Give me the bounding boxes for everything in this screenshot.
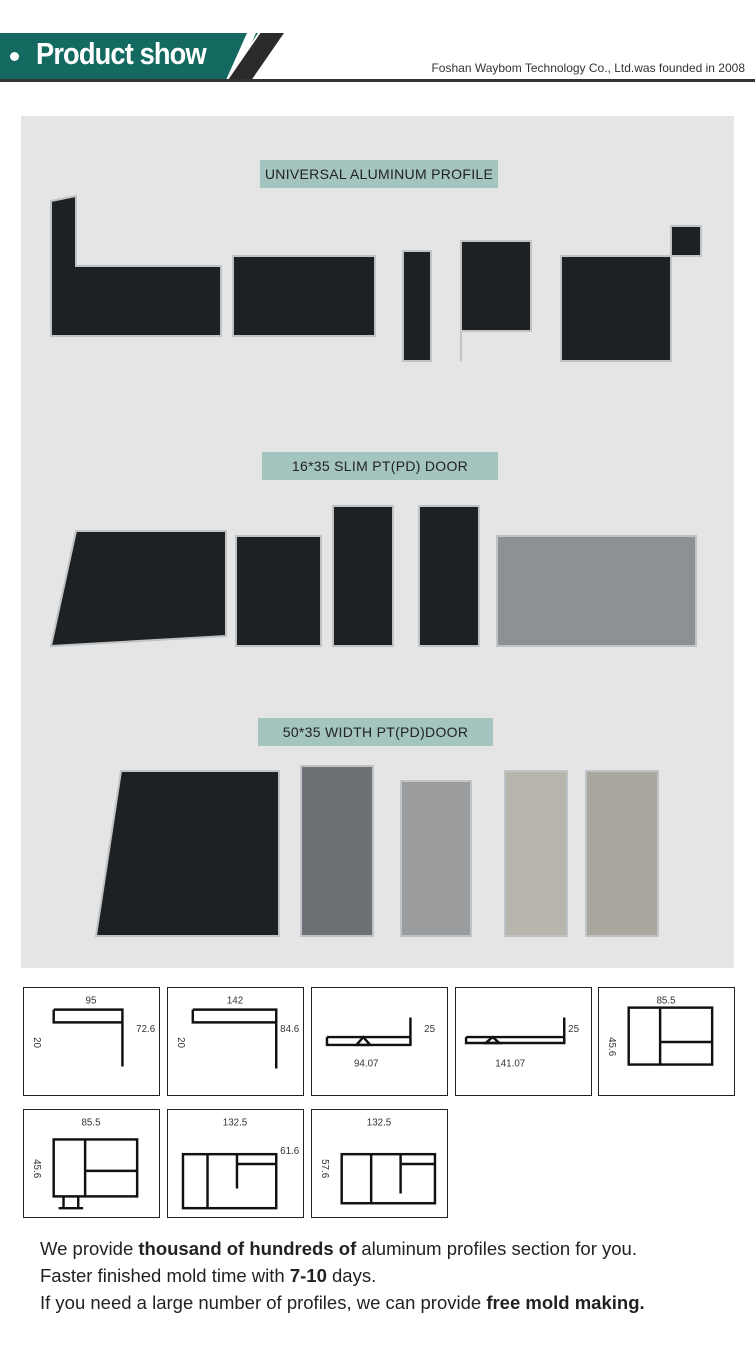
dimension-right: 25	[568, 1024, 579, 1035]
profile-photo	[232, 255, 376, 337]
dimension-top: 132.5	[223, 1118, 248, 1129]
profile-photo	[504, 770, 568, 937]
profile-cross-section	[52, 1008, 124, 1067]
text-emphasis: 7-10	[289, 1265, 327, 1286]
dimension-right: 72.6	[136, 1024, 156, 1035]
description-line-2: Faster finished mold time with 7-10 days…	[40, 1265, 376, 1287]
page-title: Product show	[36, 36, 207, 71]
profile-drawing-card: 25 141.07	[455, 987, 592, 1096]
dimension-top: 85.5	[81, 1118, 101, 1129]
profile-photo	[300, 765, 374, 937]
dimension-left: 20	[31, 1037, 42, 1048]
drawing-canvas: 85.5 45.6	[606, 996, 714, 1066]
drawing-canvas: 25 141.07	[464, 1017, 580, 1070]
drawing-canvas: 132.5 57.6	[319, 1118, 437, 1205]
profile-photo	[585, 770, 659, 937]
drawing-canvas: 95 20 72.6	[31, 996, 156, 1067]
profile-photo	[94, 770, 280, 937]
profile-photo	[235, 535, 322, 647]
profile-drawing-card: 142 20 84.6	[167, 987, 304, 1096]
dimension-right: 25	[424, 1024, 435, 1035]
profile-drawing-card: 132.5 57.6	[311, 1109, 448, 1218]
drawing-canvas: 132.5 61.6	[181, 1118, 300, 1210]
profile-photo	[332, 505, 394, 647]
text-segment: Faster finished mold time with	[40, 1265, 290, 1286]
section-label-slim-door: 16*35 SLIM PT(PD) DOOR	[262, 452, 498, 480]
profile-photo	[49, 530, 227, 648]
profile-photo	[402, 240, 532, 362]
dimension-left: 20	[175, 1037, 186, 1048]
dimension-right: 61.6	[280, 1146, 300, 1157]
dimension-left: 57.6	[319, 1159, 330, 1179]
profile-drawing-card: 25 94.07	[311, 987, 448, 1096]
profile-cross-section	[191, 1008, 278, 1069]
dimension-top: 132.5	[367, 1118, 392, 1129]
section-label-width-door: 50*35 WIDTH PT(PD)DOOR	[258, 718, 493, 746]
text-segment: If you need a large number of profiles, …	[40, 1292, 487, 1313]
text-segment: We provide	[40, 1238, 139, 1259]
drawing-canvas: 85.5 45.6	[31, 1118, 139, 1210]
description-line-3: If you need a large number of profiles, …	[40, 1292, 645, 1314]
bullet-icon	[10, 52, 19, 61]
profile-photo	[50, 194, 222, 337]
profile-cross-section	[181, 1152, 278, 1210]
dimension-top: 142	[227, 996, 243, 1007]
profile-photos	[49, 194, 702, 937]
profile-photo	[496, 535, 697, 647]
profile-drawing-card: 85.5 45.6	[23, 1109, 160, 1218]
dimension-top: 85.5	[656, 996, 676, 1007]
profile-drawing-card: 95 20 72.6	[23, 987, 160, 1096]
dimension-top: 95	[86, 996, 97, 1007]
dimension-right: 84.6	[280, 1024, 300, 1035]
profile-photo	[418, 505, 480, 647]
header-banner	[0, 33, 258, 80]
profile-cross-section	[627, 1006, 714, 1066]
profile-photo	[560, 225, 702, 362]
company-tagline: Foshan Waybom Technology Co., Ltd.was fo…	[431, 61, 745, 75]
text-emphasis: thousand of hundreds of	[138, 1238, 357, 1259]
profile-photo	[400, 780, 472, 937]
profile-drawing-card: 132.5 61.6	[167, 1109, 304, 1218]
section-label-universal: UNIVERSAL ALUMINUM PROFILE	[260, 160, 498, 188]
text-segment: aluminum profiles section for you.	[356, 1238, 637, 1259]
profile-cross-section	[464, 1017, 566, 1045]
dimension-left: 45.6	[31, 1159, 42, 1179]
drawing-canvas: 142 20 84.6	[175, 996, 300, 1069]
profile-cross-section	[52, 1138, 139, 1210]
text-segment: days.	[326, 1265, 377, 1286]
dimension-left: 45.6	[606, 1037, 617, 1057]
header-divider	[0, 79, 755, 82]
drawing-canvas: 25 94.07	[325, 1017, 436, 1070]
dimension-bottom: 94.07	[354, 1059, 379, 1070]
product-photo-panel: UNIVERSAL ALUMINUM PROFILE 16*35 SLIM PT…	[21, 116, 734, 968]
profile-drawing-card: 85.5 45.6	[598, 987, 735, 1096]
dimension-bottom: 141.07	[495, 1059, 525, 1070]
profile-cross-section	[325, 1017, 412, 1047]
profile-cross-section	[340, 1152, 437, 1205]
text-emphasis: free mold making.	[486, 1292, 645, 1313]
description-line-1: We provide thousand of hundreds of alumi…	[40, 1238, 637, 1260]
